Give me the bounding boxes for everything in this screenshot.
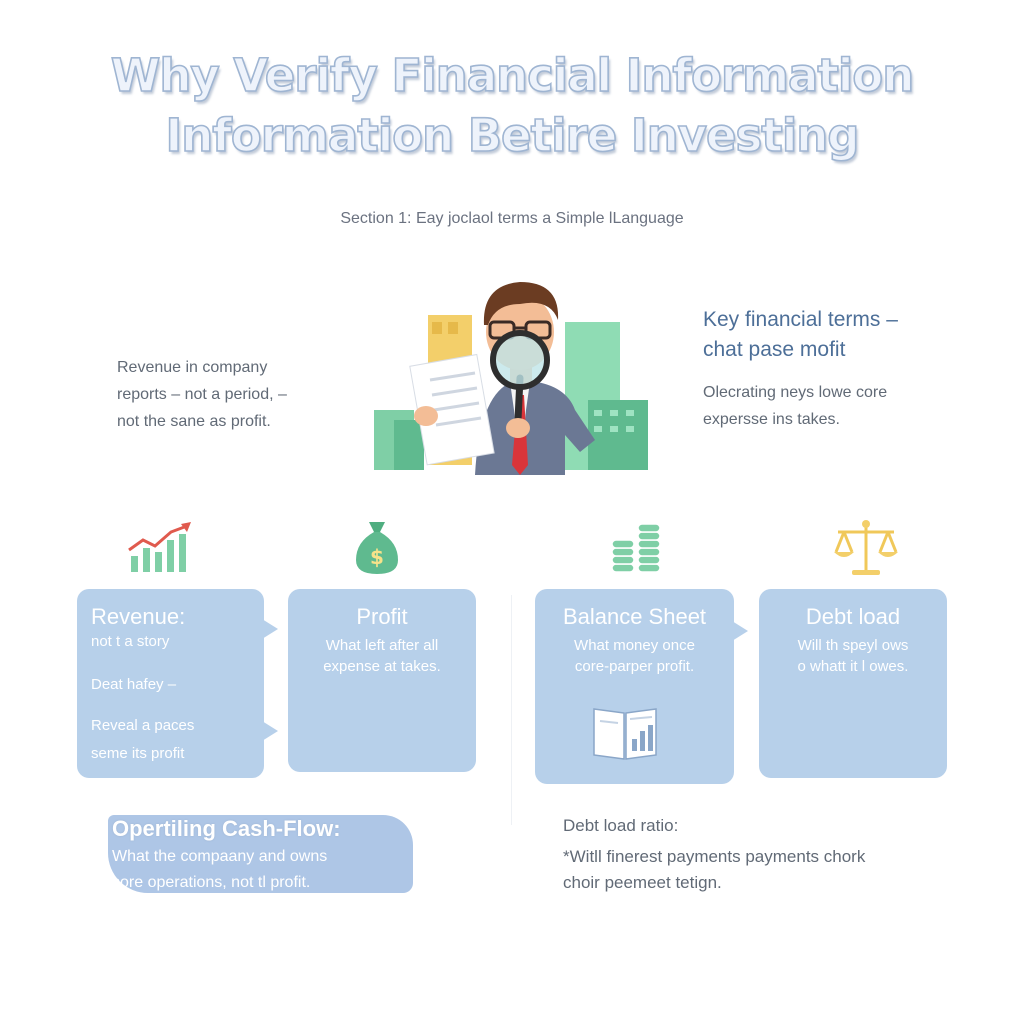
debt-load-card-line: o whatt it l owes. [797, 658, 909, 675]
cash-flow-highlight [108, 815, 413, 893]
speech-tail [732, 621, 748, 641]
coin-stack-icon [611, 524, 661, 573]
debt-load-card: Debt load Will th speyl ows o whatt it l… [759, 589, 947, 778]
key-terms-body-line: expersse ins takes. [703, 411, 840, 428]
scales-icon [834, 520, 898, 575]
left-note-line: reports – not a period, – [117, 386, 287, 403]
debt-ratio-title: Debt load ratio: [563, 816, 679, 835]
left-note: Revenue in company reports – not a perio… [117, 354, 347, 435]
cash-flow-line: What the compaany and owns [112, 848, 328, 865]
magnifier-man-illustration [374, 282, 648, 475]
revenue-card-line: seme its profit [91, 745, 185, 762]
section-subtitle: Section 1: Eay joclaol terms a Simple lL… [340, 210, 684, 227]
profit-card: Profit What left after all expense at ta… [288, 589, 476, 772]
balance-sheet-card-line: What money once [574, 637, 695, 654]
debt-ratio-block: Debt load ratio: *Witll finerest payment… [563, 816, 943, 896]
profit-card-line: expense at takes. [323, 658, 441, 675]
balance-sheet-card-line: core-parper profit. [574, 658, 695, 675]
balance-sheet-card: Balance Sheet What money once core-parpe… [535, 589, 748, 784]
debt-ratio-line: choir peemeet tetign. [563, 873, 722, 892]
revenue-card-line: Deat hafey – [91, 676, 177, 693]
key-terms-block: Key financial terms – chat pase mofit Ol… [703, 305, 1003, 433]
revenue-card-line: not t a story [91, 633, 170, 650]
revenue-card: Revenue: not t a story Deat hafey – Reve… [77, 589, 278, 778]
speech-tail [262, 721, 278, 741]
page-title-line-2: Information Betire Investing [165, 108, 861, 163]
money-bag-icon: $ [356, 522, 398, 574]
key-terms-title-line: chat pase mofit [703, 338, 846, 361]
key-terms-title-line: Key financial terms – [703, 308, 898, 331]
speech-tail [262, 619, 278, 639]
debt-load-card-line: Will th speyl ows [797, 637, 909, 654]
growth-chart-icon [128, 522, 191, 572]
left-note-line: Revenue in company [117, 359, 268, 376]
left-note-line: not the sane as profit. [117, 413, 271, 430]
debt-load-card-title: Debt load [805, 604, 901, 629]
open-book-chart-icon [593, 708, 657, 760]
group-divider [511, 595, 512, 825]
cash-flow-block: Opertiling Cash-Flow: What the compaany … [112, 816, 432, 896]
cash-flow-title: Opertiling Cash-Flow: [112, 816, 341, 841]
page-title-line-1: Why Verify Financial Information [110, 48, 915, 103]
revenue-card-title: Revenue: [91, 604, 186, 629]
profit-card-line: What left after all [325, 637, 439, 654]
key-terms-body-line: Olecrating neys lowe core [703, 384, 888, 401]
debt-ratio-line: *Witll finerest payments payments chork [563, 847, 866, 866]
svg-text:$: $ [370, 545, 384, 569]
balance-sheet-card-title: Balance Sheet [562, 604, 707, 629]
revenue-card-line: Reveal a paces [91, 717, 195, 734]
cash-flow-line: sore operations, not tl profit. [112, 874, 311, 891]
profit-card-title: Profit [356, 604, 408, 629]
